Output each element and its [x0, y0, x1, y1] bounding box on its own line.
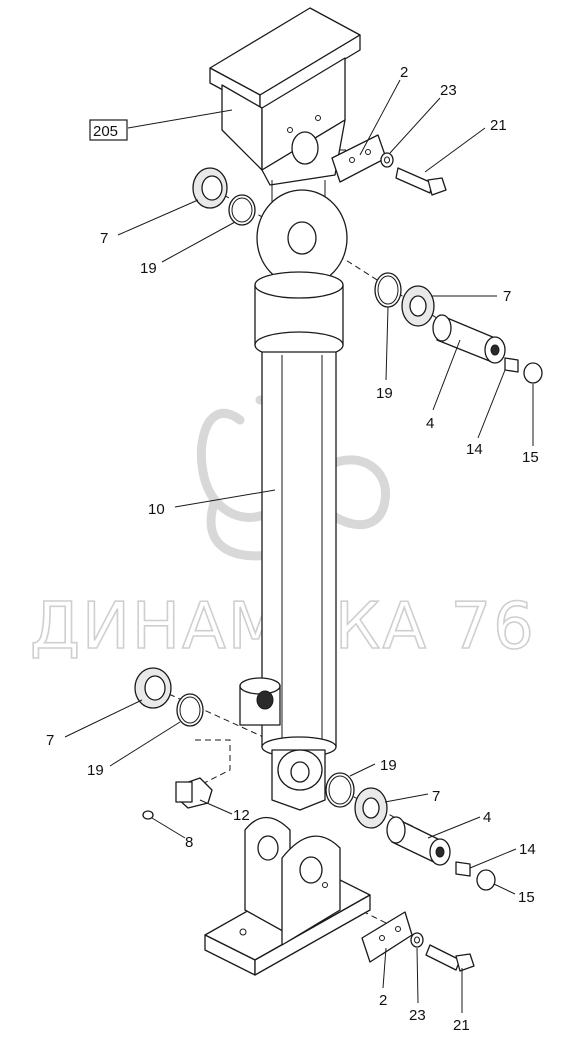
callout-2-bot: 2: [379, 992, 387, 1009]
callout-14-top: 14: [466, 441, 483, 458]
callout-8: 8: [185, 834, 193, 851]
callout-7-b: 7: [503, 288, 511, 305]
callout-10: 10: [148, 501, 165, 518]
callout-2-top: 2: [400, 64, 408, 81]
callout-4-bot: 4: [483, 809, 491, 826]
lower-eye: [271, 749, 326, 811]
callout-23-bot: 23: [409, 1007, 426, 1024]
cylinder-body: [239, 271, 344, 758]
callout-19-a: 19: [140, 260, 157, 277]
top-eye: [256, 180, 348, 287]
callout-labels: 205 2 23 21 7 19 7 19 4 14 15 10 7 19 19…: [46, 64, 539, 1034]
callout-box-205: [89, 119, 128, 141]
callout-4-top: 4: [426, 415, 434, 432]
callout-21-top: 21: [490, 117, 507, 134]
callout-19-c: 19: [87, 762, 104, 779]
callout-205: 205: [93, 123, 118, 140]
bottom-fasteners: [134, 667, 496, 972]
callout-7-d: 7: [432, 788, 440, 805]
top-bracket: [209, 7, 361, 186]
leader-lines: [64, 79, 534, 1013]
callout-15-top: 15: [522, 449, 539, 466]
callout-19-d: 19: [380, 757, 397, 774]
callout-23-top: 23: [440, 82, 457, 99]
callout-14-bot: 14: [519, 841, 536, 858]
top-fasteners: [192, 134, 543, 384]
bottom-bracket: [204, 816, 371, 976]
callout-7-c: 7: [46, 732, 54, 749]
callout-12: 12: [233, 807, 250, 824]
callout-21-bot: 21: [453, 1017, 470, 1034]
callout-7-a: 7: [100, 230, 108, 247]
callout-19-b: 19: [376, 385, 393, 402]
callout-15-bot: 15: [518, 889, 535, 906]
